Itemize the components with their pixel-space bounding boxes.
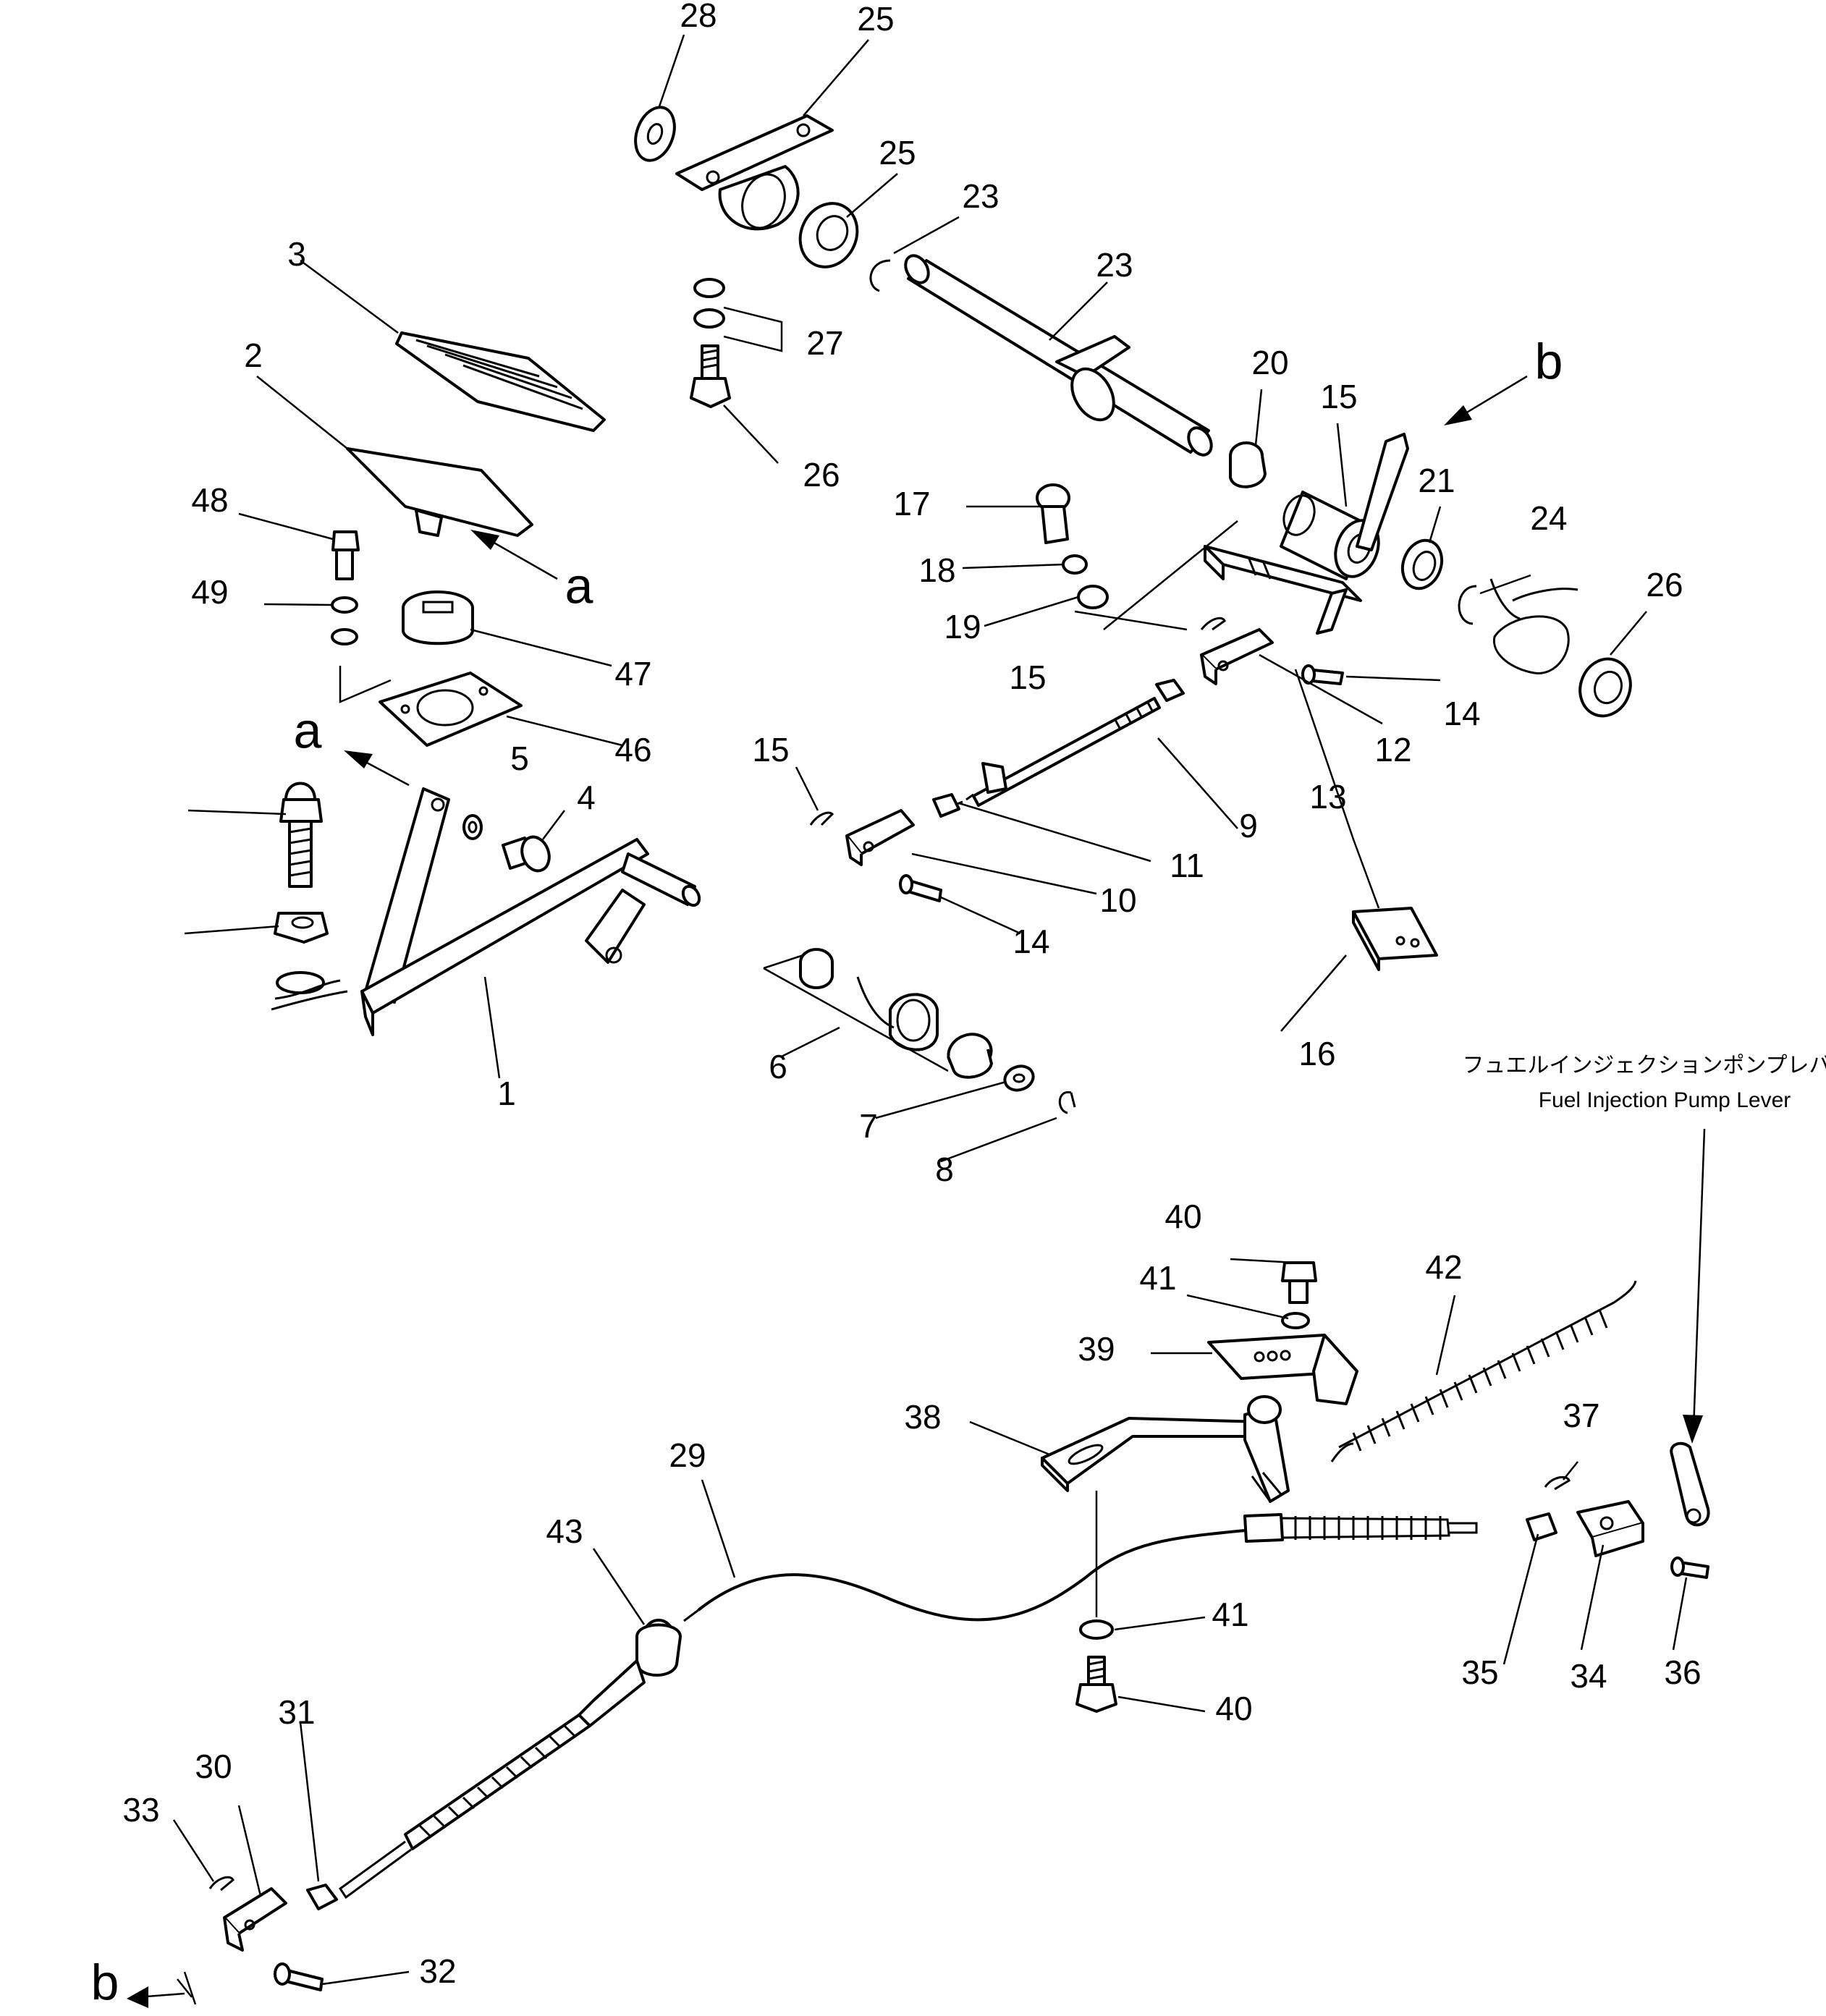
part-label-5: 5 (510, 740, 529, 777)
part-label-31: 31 (278, 1693, 315, 1731)
pump-lever-callout: フュエルインジェクションポンプレバー Fuel Injection Pump L… (1462, 1054, 1826, 1112)
part-label-10: 10 (1099, 881, 1136, 919)
part-label-25-top: 25 (879, 134, 916, 171)
part-label-11: 11 (1170, 847, 1204, 884)
part-label-4: 4 (577, 779, 596, 816)
part-label-33: 33 (122, 1791, 159, 1829)
part-label-18: 17 (893, 485, 930, 522)
part-label-45: 47 (614, 655, 651, 693)
part-label-30: 30 (195, 1748, 232, 1785)
part-label-13: 13 (1309, 778, 1346, 816)
part-label-21-left: 20 (1251, 344, 1288, 381)
part-label-23-right: 24 (1530, 499, 1567, 537)
part-label-36: 36 (1664, 1653, 1701, 1691)
part-label-26: 26 (803, 456, 840, 494)
part-label-38: 38 (904, 1398, 941, 1436)
part-label-20: 19 (944, 608, 981, 645)
part-label-29: 29 (669, 1436, 706, 1474)
part-label-14-left: 14 (1013, 923, 1049, 960)
view-arrows (127, 375, 1706, 2008)
part-label-7: 7 (859, 1107, 878, 1145)
callout-english: Fuel Injection Pump Lever (1539, 1088, 1791, 1112)
part-label-42: 42 (1425, 1248, 1462, 1286)
part-label-37: 37 (1563, 1397, 1599, 1434)
part-label-40-bottom: 40 (1215, 1690, 1252, 1727)
part-label-19: 18 (918, 551, 955, 589)
part-label-47: 49 (191, 573, 228, 611)
leader-lines (172, 34, 1688, 1986)
part-label-44: 46 (614, 731, 651, 768)
part-labels: 28 25 25 23 23 3 2 27 26 48 49 47 46 5 4… (122, 0, 1701, 1990)
part-label-6: 6 (769, 1048, 787, 1085)
part-label-41-top: 41 (1139, 1259, 1176, 1297)
view-markers: a a b b (91, 333, 1563, 2010)
part-label-2: 2 (244, 336, 263, 374)
part-label-27: 27 (806, 324, 843, 362)
part-label-43: 43 (546, 1512, 583, 1550)
part-label-41-bottom: 41 (1212, 1596, 1248, 1633)
part-label-9: 9 (1239, 807, 1258, 844)
part-label-35: 35 (1461, 1653, 1498, 1691)
part-label-23-top: 23 (962, 177, 999, 215)
view-marker-a-top: a (565, 557, 593, 614)
part-label-15-right: 15 (1009, 658, 1046, 696)
part-label-46: 48 (191, 481, 228, 519)
part-label-12: 12 (1374, 731, 1411, 768)
part-label-25-right: 26 (1646, 566, 1683, 603)
part-label-39: 39 (1078, 1330, 1115, 1368)
part-label-34: 34 (1570, 1657, 1607, 1695)
part-label-8: 8 (935, 1151, 954, 1188)
callout-japanese: フュエルインジェクションポンプレバー (1462, 1054, 1826, 1077)
part-label-22: 23 (1096, 246, 1133, 284)
part-label-3: 3 (287, 235, 306, 273)
part-label-16: 15 (1320, 378, 1357, 415)
part-label-24: 25 (857, 0, 894, 38)
part-label-21-right: 21 (1418, 462, 1455, 499)
part-label-40-top: 40 (1165, 1198, 1201, 1235)
part-label-17: 16 (1298, 1035, 1335, 1072)
view-marker-b-right: b (1535, 333, 1563, 389)
view-marker-b-bottom: b (91, 1954, 119, 2010)
part-label-1: 1 (497, 1075, 516, 1112)
part-label-28: 28 (680, 0, 717, 34)
part-drawings (208, 106, 1710, 1991)
part-label-15-left: 15 (752, 731, 789, 768)
part-label-32: 32 (419, 1952, 456, 1990)
view-marker-a-left: a (294, 702, 322, 758)
part-label-14-right: 14 (1443, 695, 1480, 732)
